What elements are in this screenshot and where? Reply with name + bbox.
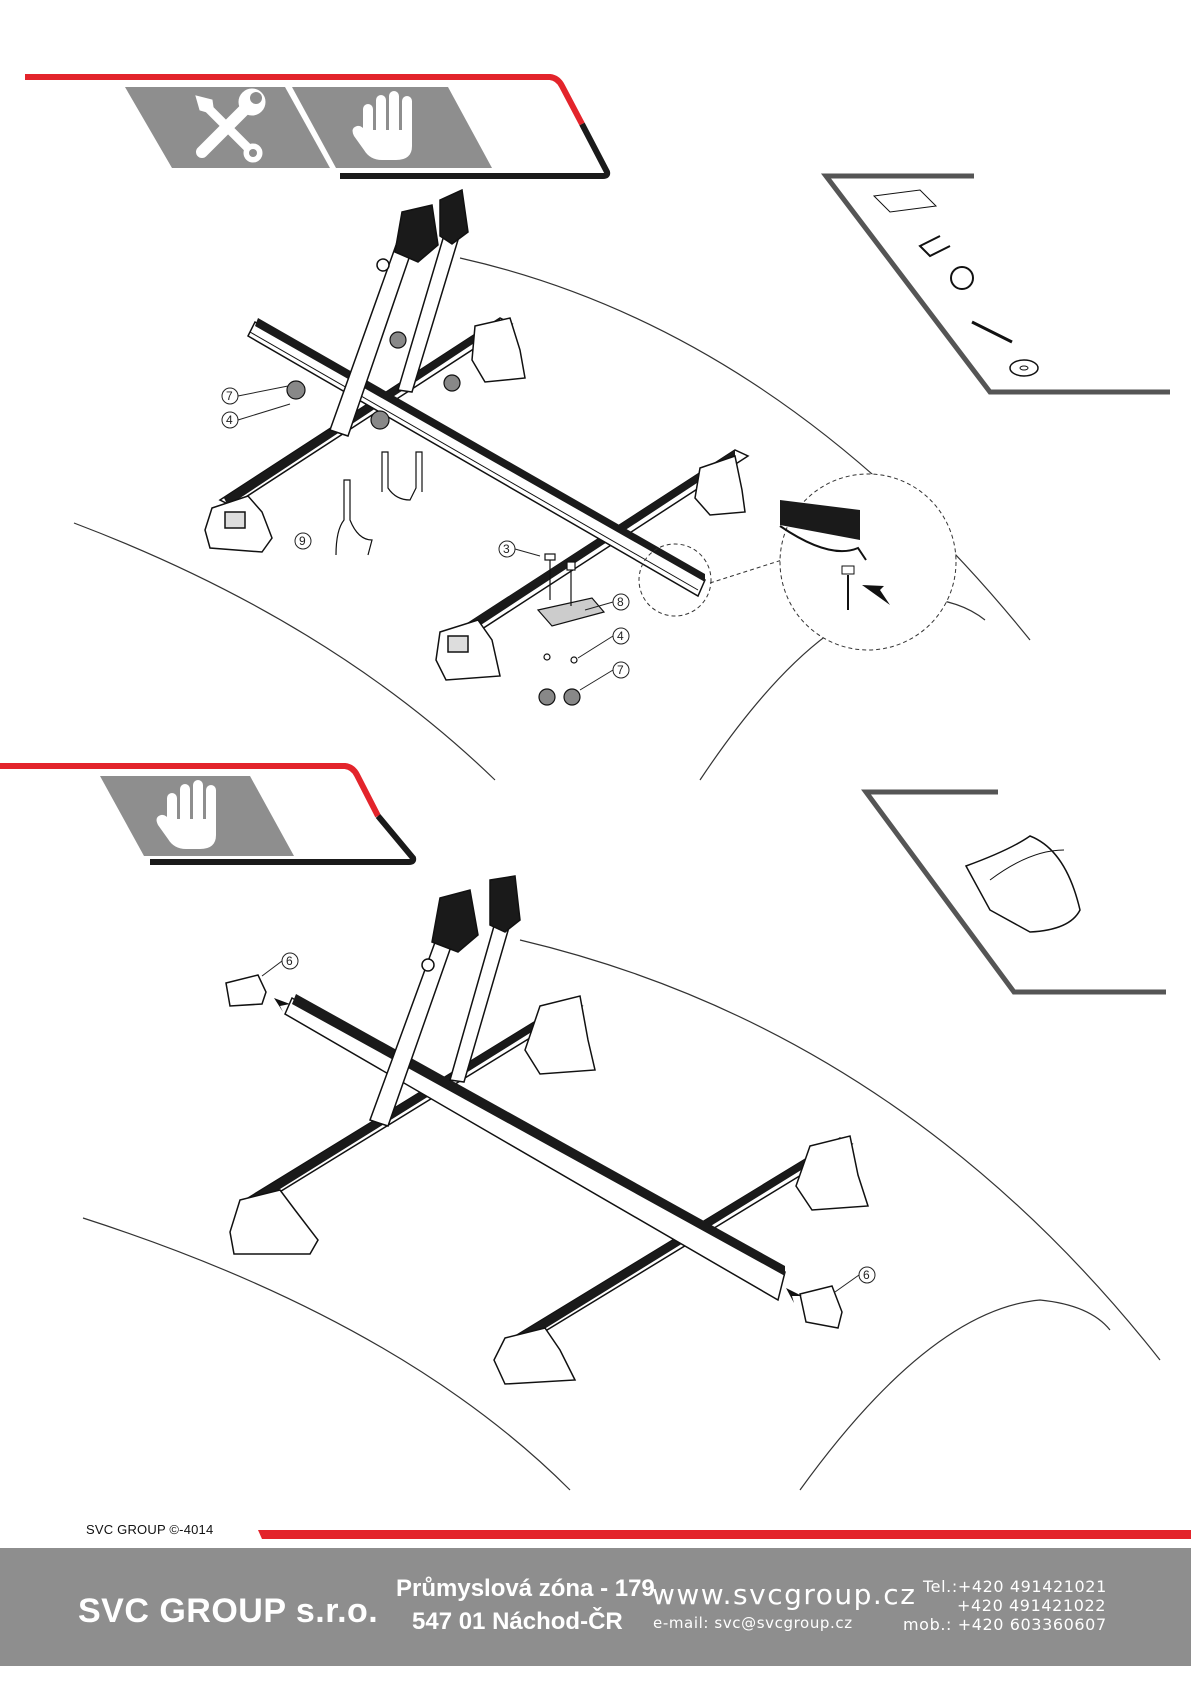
footer-red-line [0, 0, 1191, 1540]
phone-2: +420 491421022 [957, 1596, 1106, 1615]
company-name: SVC GROUP s.r.o. [78, 1592, 378, 1631]
website-link[interactable]: www.svcgroup.cz [652, 1578, 916, 1611]
address-line-2: 547 01 Náchod-ČR [412, 1608, 623, 1636]
address-line-1: Průmyslová zóna - 179 [396, 1575, 655, 1603]
email-link[interactable]: e-mail: svc@svcgroup.cz [653, 1614, 853, 1632]
mobile-phone: mob.: +420 603360607 [903, 1615, 1107, 1634]
phone-1: Tel.:+420 491421021 [923, 1577, 1107, 1596]
